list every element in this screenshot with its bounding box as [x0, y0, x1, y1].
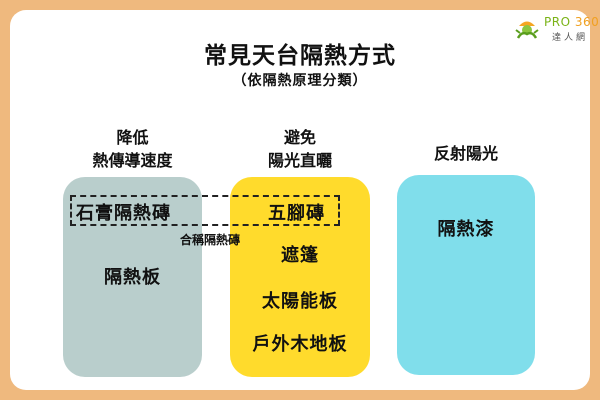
category-label-sunblock: 避免 陽光直曬	[230, 126, 370, 172]
insulation-brick-group-box	[70, 195, 340, 226]
brand-name-text: PRO	[544, 15, 571, 29]
page-subtitle: （依隔熱原理分類）	[232, 73, 368, 89]
brand-name: PRO 360	[544, 15, 599, 29]
category-label-line: 降低	[116, 128, 149, 147]
brand-subtitle: 達人網	[552, 33, 589, 43]
category-label-line: 熱傳導速度	[92, 151, 173, 170]
category-card-reflect	[397, 175, 535, 375]
item-awning: 遮篷	[281, 245, 319, 266]
item-solar-panel: 太陽能板	[262, 291, 338, 312]
item-gypsum-brick: 石膏隔熱磚	[76, 203, 171, 224]
category-label-reflect: 反射陽光	[397, 142, 535, 165]
page-title: 常見天台隔熱方式	[204, 43, 396, 69]
brand-logo: PRO 360 達人網	[512, 14, 599, 44]
mascot-icon	[515, 21, 539, 39]
category-card-sunblock	[230, 177, 370, 377]
brand-number: 360	[574, 15, 600, 29]
category-label-line: 陽光直曬	[267, 151, 332, 170]
item-insulation-board: 隔熱板	[104, 267, 161, 288]
grouping-note: 合稱隔熱磚	[180, 233, 241, 247]
category-label-conduction: 降低 熱傳導速度	[63, 126, 202, 172]
item-insulation-paint: 隔熱漆	[437, 219, 495, 240]
category-label-line: 反射陽光	[433, 144, 498, 163]
item-outdoor-deck: 戶外木地板	[252, 334, 348, 355]
item-five-foot-brick: 五腳磚	[268, 203, 325, 224]
category-card-conduction	[63, 177, 202, 377]
category-label-line: 避免	[283, 128, 316, 147]
